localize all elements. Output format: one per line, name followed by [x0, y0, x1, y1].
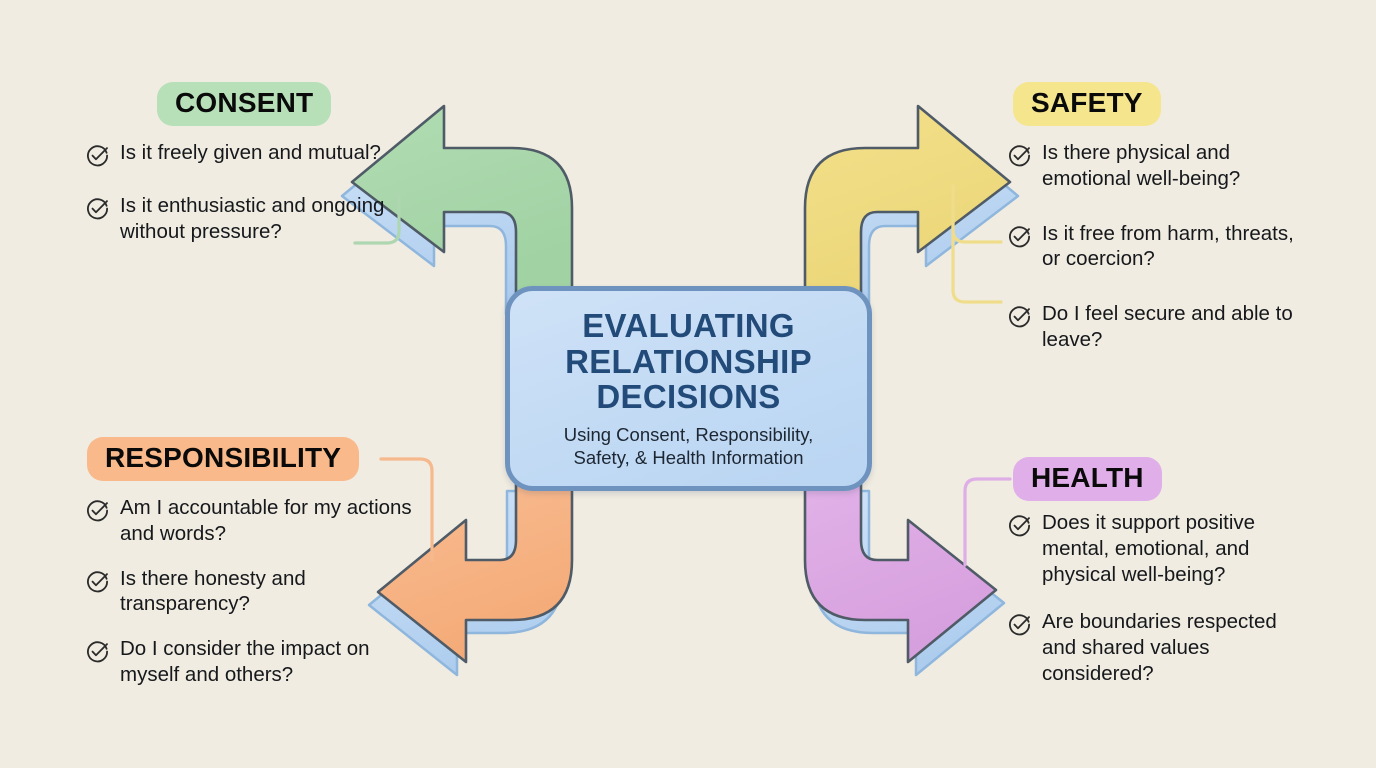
list-item-text: Is it free from harm, threats, or coerci… [1042, 221, 1294, 271]
list-item-text: Is there honesty and transparency? [120, 566, 306, 616]
check-circle-icon [87, 145, 108, 167]
list-item-text: Am I accountable for my actions and word… [120, 496, 412, 545]
center-subtitle-line-1: Using Consent, Responsibility, [563, 423, 814, 445]
list-item: Is there physical and emotional well-bei… [1008, 140, 1298, 192]
list-item: Is it free from harm, threats, or coerci… [1008, 221, 1298, 273]
list-responsibility: Am I accountable for my actions and word… [86, 495, 416, 707]
list-item-text: Is it freely given and mutual? [120, 141, 381, 164]
arrow-consent [340, 104, 574, 316]
list-item-text: Is there physical and emotional well-bei… [1042, 141, 1241, 190]
connector-safety-branch [951, 214, 1003, 244]
list-item: Are boundaries respected and shared valu… [1008, 609, 1308, 686]
check-circle-icon [1009, 614, 1030, 636]
center-node: EVALUATING RELATIONSHIP DECISIONS Using … [505, 286, 872, 491]
center-subtitle-line-2: Safety, & Health Information [573, 446, 804, 468]
list-item-text: Do I consider the impact on myself and o… [120, 637, 370, 687]
arrow-health [803, 476, 1006, 677]
connector-health [963, 477, 1012, 567]
list-consent: Is it freely given and mutual? Is it ent… [86, 140, 426, 271]
list-item: Am I accountable for my actions and word… [86, 495, 416, 547]
check-circle-icon [1009, 306, 1030, 328]
list-item: Is there honesty and transparency? [86, 566, 416, 618]
connector-consent [353, 195, 401, 245]
badge-safety[interactable]: SAFETY [1013, 82, 1161, 126]
check-circle-icon [87, 500, 108, 522]
connector-responsibility [379, 457, 434, 562]
badge-consent[interactable]: CONSENT [157, 82, 332, 126]
list-item-text: Is it enthusiastic and ongoing without p… [120, 194, 385, 243]
list-item-text: Do I feel secure and able to leave? [1042, 302, 1293, 352]
center-subtitle: Using Consent, Responsibility, Safety, &… [564, 423, 814, 469]
list-item-text: Are boundaries respected and shared valu… [1042, 610, 1277, 686]
check-circle-icon [1009, 145, 1030, 167]
center-title-line-2: RELATIONSHIP [565, 342, 812, 380]
check-circle-icon [1009, 226, 1030, 247]
list-health: Does it support positive mental, emotion… [1008, 510, 1308, 709]
badge-health[interactable]: HEALTH [1013, 457, 1162, 501]
list-item-text: Does it support positive mental, emotion… [1042, 511, 1256, 586]
check-circle-icon [87, 198, 108, 220]
check-circle-icon [1009, 515, 1030, 537]
badge-responsibility[interactable]: RESPONSIBILITY [87, 437, 360, 481]
check-circle-icon [87, 641, 108, 663]
list-safety: Is there physical and emotional well-bei… [1008, 140, 1298, 382]
center-title: EVALUATING RELATIONSHIP DECISIONS [565, 308, 812, 415]
list-item: Is it freely given and mutual? [86, 140, 426, 167]
list-item: Do I consider the impact on myself and o… [86, 636, 416, 688]
arrow-safety [803, 104, 1020, 316]
arrow-responsibility [367, 476, 574, 677]
list-item: Is it enthusiastic and ongoing without p… [86, 193, 426, 245]
list-item: Does it support positive mental, emotion… [1008, 510, 1308, 587]
center-title-line-3: DECISIONS [596, 378, 781, 416]
list-item: Do I feel secure and able to leave? [1008, 301, 1298, 353]
check-circle-icon [87, 571, 108, 592]
center-title-line-1: EVALUATING [582, 306, 795, 344]
